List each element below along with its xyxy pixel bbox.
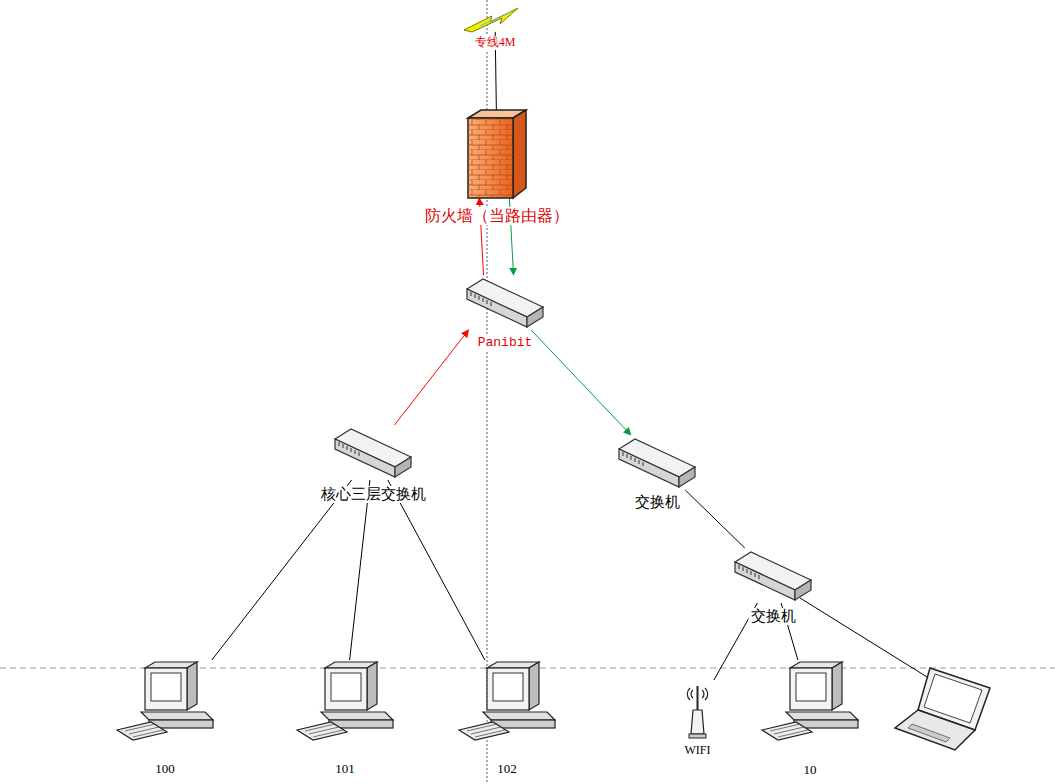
wifi-icon <box>680 680 715 738</box>
pc-icon <box>295 660 395 742</box>
pc-device: 10 <box>760 660 860 742</box>
pc-icon <box>115 660 215 742</box>
switch-device: 交换机 <box>733 548 813 603</box>
device-label: 交换机 <box>749 608 798 625</box>
switch-icon <box>333 425 413 480</box>
device-label: 交换机 <box>633 494 682 511</box>
network-link <box>394 330 468 425</box>
switch-icon <box>733 548 813 603</box>
device-label: 专线4M <box>473 36 518 50</box>
device-label: 核心三层交换机 <box>319 486 428 503</box>
bolt-icon <box>462 4 528 32</box>
device-label: 102 <box>495 762 519 777</box>
wifi-device: WIFI <box>680 680 715 738</box>
firewall-icon <box>468 110 526 198</box>
pc-icon <box>457 660 557 742</box>
switch-device: 核心三层交换机 <box>333 425 413 480</box>
firewall-device: 防火墙（当路由器） <box>468 110 526 198</box>
device-label: Panibit <box>476 336 535 351</box>
device-label: WIFI <box>683 744 713 758</box>
network-link <box>350 480 370 660</box>
device-label: 10 <box>802 763 819 778</box>
device-label: 100 <box>153 762 177 777</box>
network-link <box>685 490 745 548</box>
switch-device: Panibit <box>465 275 545 330</box>
pc-device: 102 <box>457 660 557 742</box>
switch-icon <box>465 275 545 330</box>
pc-device: 101 <box>295 660 395 742</box>
network-link <box>212 480 352 660</box>
network-link <box>531 330 631 435</box>
switch-device: 交换机 <box>617 435 697 490</box>
pc-device: 100 <box>115 660 215 742</box>
network-link <box>388 480 485 660</box>
laptop-icon <box>895 668 990 750</box>
bolt-device: 专线4M <box>462 4 528 32</box>
device-label: 101 <box>333 762 357 777</box>
pc-icon <box>760 660 860 742</box>
switch-icon <box>617 435 697 490</box>
device-label: 防火墙（当路由器） <box>423 207 571 225</box>
